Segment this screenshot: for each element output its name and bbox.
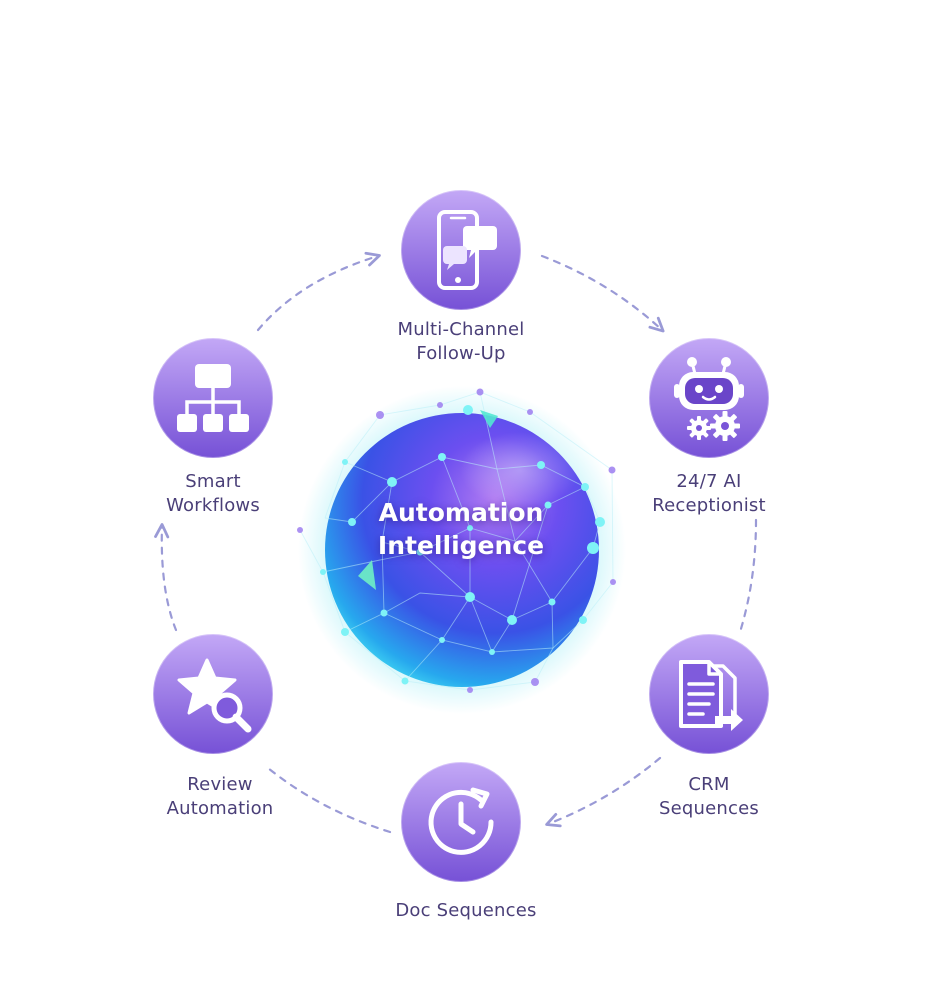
connector-receptionist-to-crm <box>738 518 758 634</box>
label-doc-sequences: Doc Sequences <box>395 900 537 921</box>
connector-workflows-to-multichannel <box>256 251 381 332</box>
node-multi-channel[interactable] <box>399 188 523 312</box>
star-magnifier-icon <box>152 633 274 755</box>
node-ai-receptionist[interactable] <box>647 336 771 460</box>
node-review-automation[interactable] <box>151 632 275 756</box>
document-arrow-icon <box>648 633 770 755</box>
flowchart-icon <box>152 337 274 459</box>
label-crm-sequences: CRM Sequences <box>659 774 759 819</box>
label-smart-workflows: Smart Workflows <box>166 471 260 516</box>
phone-chat-icon <box>400 189 522 311</box>
center-title: Automation Intelligence <box>377 498 545 560</box>
clock-refresh-icon <box>400 761 522 883</box>
label-ai-receptionist: 24/7 AI Receptionist <box>652 471 766 516</box>
node-doc-sequences[interactable] <box>399 760 523 884</box>
label-review-automation: Review Automation <box>166 774 274 819</box>
node-crm-sequences[interactable] <box>647 632 771 756</box>
robot-gears-icon <box>648 337 770 459</box>
connector-multichannel-to-receptionist <box>540 254 665 333</box>
label-multi-channel: Multi-Channel Follow-Up <box>397 319 525 364</box>
connector-crm-to-doc <box>545 756 662 828</box>
connector-review-to-workflows <box>154 523 178 632</box>
connector-doc-to-review <box>266 766 392 834</box>
node-smart-workflows[interactable] <box>151 336 275 460</box>
